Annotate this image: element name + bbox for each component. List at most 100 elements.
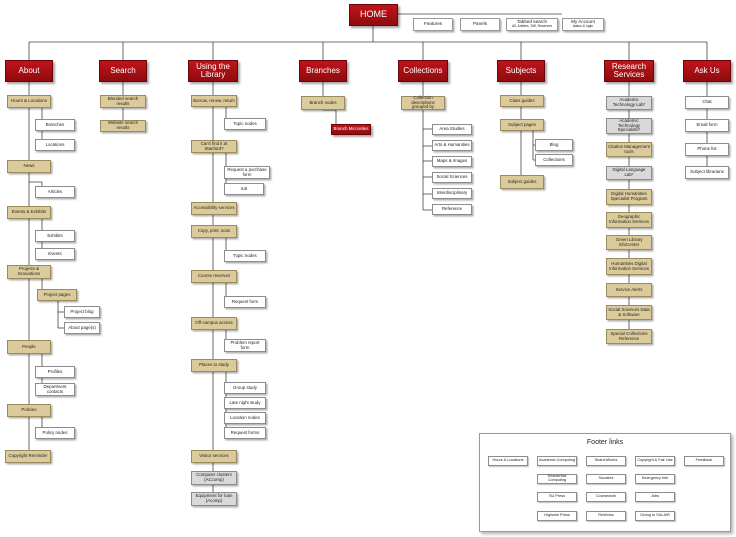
top-nav-label: Features xyxy=(423,21,443,27)
using-places-to-study[interactable]: Places to study xyxy=(191,359,237,372)
section-branches[interactable]: Branches xyxy=(299,60,347,82)
askus-phone-list[interactable]: Phone list xyxy=(685,143,729,156)
top-nav-sub: status & login xyxy=(572,24,594,29)
section-ask-us[interactable]: Ask Us xyxy=(683,60,731,82)
using-request-purchase-form[interactable]: Request a purchase form xyxy=(224,166,270,179)
using-late-night-study[interactable]: Late night study xyxy=(224,397,266,409)
about-project-blog[interactable]: Project blog xyxy=(64,306,100,318)
top-nav-tabbed-search[interactable]: Tabbed search All, Articles, SW, Reserve… xyxy=(506,18,558,31)
top-nav-my-account[interactable]: My Account status & login xyxy=(562,18,604,31)
using-borrow-renew-return[interactable]: Borrow, renew, return xyxy=(191,95,237,107)
section-about[interactable]: About xyxy=(5,60,53,82)
collections-interdisciplinary[interactable]: Interdisciplinary xyxy=(432,188,472,199)
footer-link-feedback[interactable]: Feedback xyxy=(684,456,724,466)
about-events[interactable]: Events xyxy=(35,248,75,260)
branches-branch-nodes[interactable]: Branch nodes xyxy=(301,96,345,110)
using-request-forms[interactable]: Request forms xyxy=(224,427,266,439)
about-events-exhibits[interactable]: Events & Exhibits xyxy=(7,206,51,219)
collections-area-studies[interactable]: Area Studies xyxy=(432,124,472,135)
about-exhibits[interactable]: Exhibits xyxy=(35,230,75,242)
about-project-pages[interactable]: Project pages xyxy=(37,289,77,301)
about-articles[interactable]: Articles xyxy=(35,186,75,198)
research-humanities-digital[interactable]: Humanities Digital Information Services xyxy=(606,258,652,275)
using-equipment-for-loan[interactable]: Equipment for loan (Acomp) xyxy=(191,492,237,506)
research-special-collections[interactable]: Special Collections Reference xyxy=(606,329,652,344)
research-citation-management[interactable]: Citation Management tools xyxy=(606,142,652,157)
about-branches[interactable]: Branches xyxy=(35,119,75,131)
using-off-campus-access[interactable]: Off-campus access xyxy=(191,317,237,330)
subjects-class-guides[interactable]: Class guides xyxy=(500,95,544,107)
footer-link-highwire-press[interactable]: Highwire Press xyxy=(537,511,577,521)
top-nav-features[interactable]: Features xyxy=(413,18,453,31)
using-visitor-services[interactable]: Visitor services xyxy=(191,450,237,463)
top-nav-label: Panels xyxy=(472,21,488,27)
collections-social-sciences[interactable]: Social Sciences xyxy=(432,172,472,183)
using-computer-clusters[interactable]: Computer clusters (ACcomp) xyxy=(191,471,237,485)
using-location-nodes[interactable]: Location nodes xyxy=(224,412,266,424)
home-node[interactable]: HOME xyxy=(349,4,398,26)
research-digital-humanities[interactable]: Digital Humanities Specialist Program xyxy=(606,189,652,205)
about-news[interactable]: News xyxy=(7,160,51,173)
branches-microsites[interactable]: Branch Microsites xyxy=(331,124,371,135)
top-nav-label: My Account xyxy=(571,19,595,25)
using-topic-nodes-1[interactable]: Topic nodes xyxy=(224,118,266,130)
collections-arts-humanities[interactable]: Arts & Humanities xyxy=(432,140,472,151)
footer-link-copyright[interactable]: Copyright & Fair Use xyxy=(635,456,675,466)
collections-descriptions[interactable]: Collection descriptions grouped by xyxy=(401,95,445,110)
using-accessibility-services[interactable]: Accessibility services xyxy=(191,202,237,215)
research-social-sciences-data[interactable]: Social Sciences Data & Software xyxy=(606,305,652,320)
askus-chat[interactable]: Chat xyxy=(685,96,729,109)
footer-link-coursework[interactable]: Coursework xyxy=(586,492,626,502)
search-website-results[interactable]: Website search results xyxy=(100,120,146,132)
about-policies[interactable]: Policies xyxy=(7,404,51,417)
research-academic-tech-lab[interactable]: Academic Technology Lab* xyxy=(606,96,652,110)
askus-email-form[interactable]: Email form xyxy=(685,119,729,132)
about-locations[interactable]: Locations xyxy=(35,139,75,151)
footer-link-jobs[interactable]: Jobs xyxy=(635,492,675,502)
about-policy-nodes[interactable]: Policy nodes xyxy=(35,427,75,439)
subjects-blog[interactable]: Blog xyxy=(535,139,573,151)
collections-maps-images[interactable]: Maps & Images xyxy=(432,156,472,167)
footer-link-residential-computing[interactable]: Residential Computing xyxy=(537,474,577,484)
top-nav-panels[interactable]: Panels xyxy=(460,18,500,31)
research-digital-language-lab[interactable]: Digital Language Lab* xyxy=(606,166,652,180)
about-department-contacts[interactable]: Department contacts xyxy=(35,383,75,396)
section-using-library[interactable]: Using the Library xyxy=(188,60,238,82)
section-subjects[interactable]: Subjects xyxy=(497,60,545,82)
footer-link-giving[interactable]: Giving to SULAIR xyxy=(635,511,675,521)
footer-link-su-press[interactable]: SU Press xyxy=(537,492,577,502)
section-collections[interactable]: Collections xyxy=(398,60,448,82)
research-green-infocenter[interactable]: Green Library InfoCenter xyxy=(606,235,652,250)
using-group-study[interactable]: Group study xyxy=(224,382,266,394)
footer-link-academic-computing[interactable]: Academic Computing xyxy=(537,456,577,466)
subjects-collections[interactable]: Collections xyxy=(535,154,573,166)
footer-link-reworks[interactable]: ReWorks xyxy=(586,511,626,521)
about-hours-locations[interactable]: Hours & Locations xyxy=(7,95,51,108)
using-topic-nodes-2[interactable]: Topic nodes xyxy=(224,250,266,262)
research-service-alerts[interactable]: Service Alerts xyxy=(606,283,652,297)
research-geographic-info[interactable]: Geographic Information Services xyxy=(606,212,652,228)
using-ilb[interactable]: ILB xyxy=(224,183,264,195)
footer-link-hours-locations[interactable]: Hours & Locations xyxy=(488,456,528,466)
subjects-subject-guides[interactable]: Subject guides xyxy=(500,175,544,189)
using-copy-print-scan[interactable]: Copy, print, scan xyxy=(191,225,237,238)
footer-link-searchworks[interactable]: SearchWorks xyxy=(586,456,626,466)
collections-reference[interactable]: Reference xyxy=(432,204,472,215)
section-research-services[interactable]: Research Services xyxy=(604,60,654,82)
subjects-subject-pages[interactable]: Subject pages xyxy=(500,119,544,131)
section-search[interactable]: Search xyxy=(99,60,147,82)
about-projects-innovations[interactable]: Projects & Innovations xyxy=(7,265,51,279)
footer-link-socrates[interactable]: Socrates xyxy=(586,474,626,484)
search-blended-results[interactable]: Blended search results xyxy=(100,95,146,108)
about-profiles[interactable]: Profiles xyxy=(35,366,75,378)
using-cant-find-it[interactable]: Can't find it at Stanford? xyxy=(191,140,237,153)
footer-link-emergency-info[interactable]: Emergency Info xyxy=(635,474,675,484)
using-request-form[interactable]: Request form xyxy=(224,296,266,308)
about-about-pages[interactable]: About page(s) xyxy=(64,322,100,334)
research-academic-tech-specialists[interactable]: Academic Technology Specialists* xyxy=(606,118,652,134)
using-problem-report-form[interactable]: Problem report form xyxy=(224,339,266,352)
about-copyright-reminder[interactable]: Copyright Reminder xyxy=(5,450,51,463)
using-course-reserves[interactable]: Course reserves xyxy=(191,270,237,283)
askus-subject-librarians[interactable]: Subject librarians xyxy=(685,166,729,179)
about-people[interactable]: People xyxy=(7,340,51,354)
